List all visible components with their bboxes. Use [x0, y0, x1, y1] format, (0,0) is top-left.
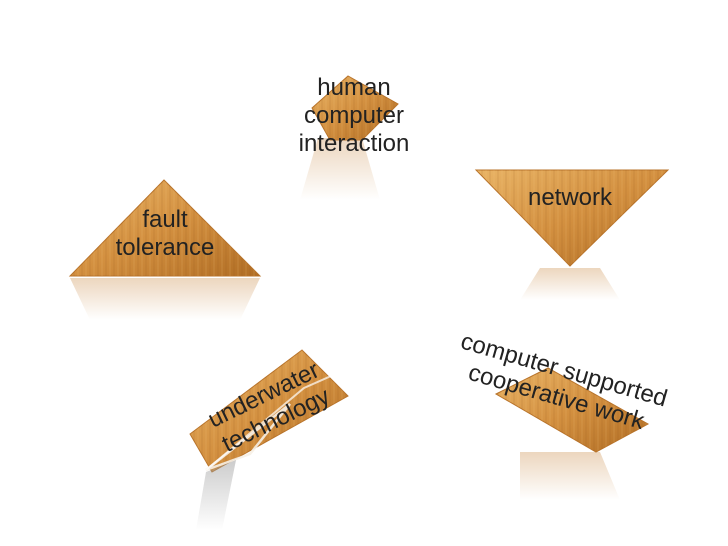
network-piece [474, 169, 670, 300]
underwater-technology-piece [189, 349, 349, 530]
cscw-piece [494, 367, 650, 500]
network-label: network [510, 184, 630, 212]
fault-label-line-2: tolerance [115, 234, 215, 261]
hci-label: human computer interaction [280, 74, 428, 158]
fault-label-line-1: fault [142, 206, 188, 233]
hci-label-line-1: human [317, 74, 391, 101]
network-label-text: network [527, 184, 613, 211]
hci-piece [300, 75, 399, 200]
hci-label-line-2: computer [303, 102, 405, 129]
hci-label-line-3: interaction [298, 130, 410, 157]
fault-tolerance-label: fault tolerance [92, 206, 238, 262]
fault-tolerance-piece [68, 179, 262, 320]
